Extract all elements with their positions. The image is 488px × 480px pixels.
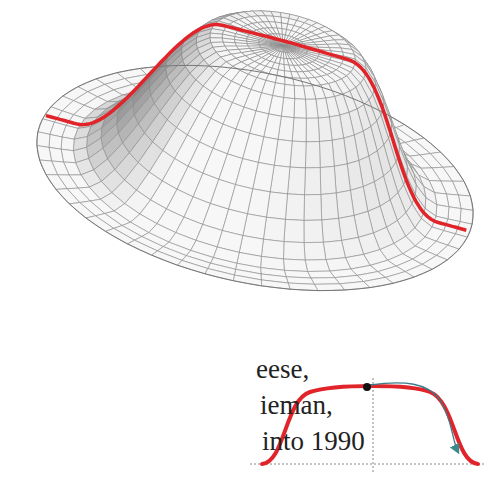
mesh-cell	[305, 168, 321, 195]
mesh-cell	[233, 275, 262, 286]
mesh-cell	[272, 42, 283, 46]
mesh-cell	[283, 46, 292, 52]
mesh-cell	[229, 185, 253, 214]
mesh-cell	[334, 164, 350, 193]
mesh-cell	[306, 99, 319, 118]
mesh-cell	[336, 190, 354, 218]
mesh-cell	[322, 218, 342, 242]
mesh-cell	[86, 216, 114, 232]
mesh-cell	[290, 141, 306, 168]
mesh-cell	[236, 159, 259, 189]
mesh-cell	[46, 175, 67, 190]
mesh-cell	[271, 44, 283, 46]
mesh-cell	[277, 46, 283, 51]
mesh-cell	[294, 86, 305, 100]
mesh-cell	[284, 65, 291, 72]
mesh-cell	[49, 134, 62, 149]
mesh-cell	[306, 118, 319, 142]
base-rim	[37, 65, 473, 290]
mesh-cell	[285, 194, 304, 221]
mesh-cell	[284, 58, 289, 65]
mesh-cell	[223, 42, 236, 46]
mesh-cell	[323, 241, 345, 260]
ball-dot	[363, 383, 371, 391]
mesh-cell	[37, 132, 50, 148]
mesh-cell	[284, 259, 308, 272]
mesh-cell	[308, 271, 335, 278]
mesh-cell	[280, 46, 283, 52]
mesh-cell	[210, 38, 223, 43]
mesh-cell	[284, 242, 306, 261]
mesh-cell	[311, 278, 340, 285]
mesh-cell	[332, 138, 347, 166]
mesh-cell	[210, 33, 223, 38]
path-curve	[46, 25, 466, 231]
mesh-cell	[261, 239, 284, 259]
body-text-fragment: ieman,	[260, 392, 333, 419]
mesh-cell	[235, 43, 248, 46]
mesh-cell	[288, 167, 306, 195]
body-text-fragment: into 1990	[262, 428, 365, 455]
mesh-cell	[271, 44, 283, 46]
mesh-cell	[304, 242, 326, 260]
mesh-cell	[250, 111, 269, 137]
mesh-cell	[320, 140, 335, 167]
body-text-fragment: eese,	[256, 356, 309, 383]
mesh-cell	[305, 142, 320, 168]
mesh-cell	[292, 118, 306, 142]
mesh-cell	[321, 193, 339, 220]
mesh-cell	[271, 43, 283, 46]
mesh-cell	[259, 43, 271, 45]
mesh-cell	[283, 46, 288, 52]
mesh-cell	[304, 195, 322, 221]
vertical-axis	[373, 378, 374, 472]
mesh-cell	[304, 220, 323, 243]
mesh-cell	[284, 84, 295, 98]
mesh-cell	[61, 137, 74, 151]
mesh-cell	[279, 46, 283, 52]
baseline-axis	[250, 464, 486, 465]
mesh-cell	[284, 219, 304, 242]
mesh-cell	[318, 117, 332, 142]
mesh-cell	[294, 99, 306, 119]
mesh-cell	[283, 46, 291, 52]
mesh-cell	[263, 217, 285, 241]
mesh-cell	[271, 42, 283, 46]
mesh-cell	[277, 52, 281, 58]
mesh-cell	[259, 41, 271, 44]
mesh-cell	[283, 46, 289, 52]
mesh-cell	[152, 251, 182, 265]
mesh-cell	[283, 46, 293, 52]
mesh-cell	[339, 216, 359, 241]
mesh-cell	[243, 133, 264, 162]
mesh-cell	[128, 240, 158, 255]
mesh-cell	[314, 284, 344, 291]
mesh-cell	[305, 260, 330, 272]
slide-arrow	[370, 383, 458, 452]
mesh-cell	[106, 228, 135, 244]
mesh-cell	[256, 93, 272, 114]
mesh-cell	[320, 166, 336, 194]
